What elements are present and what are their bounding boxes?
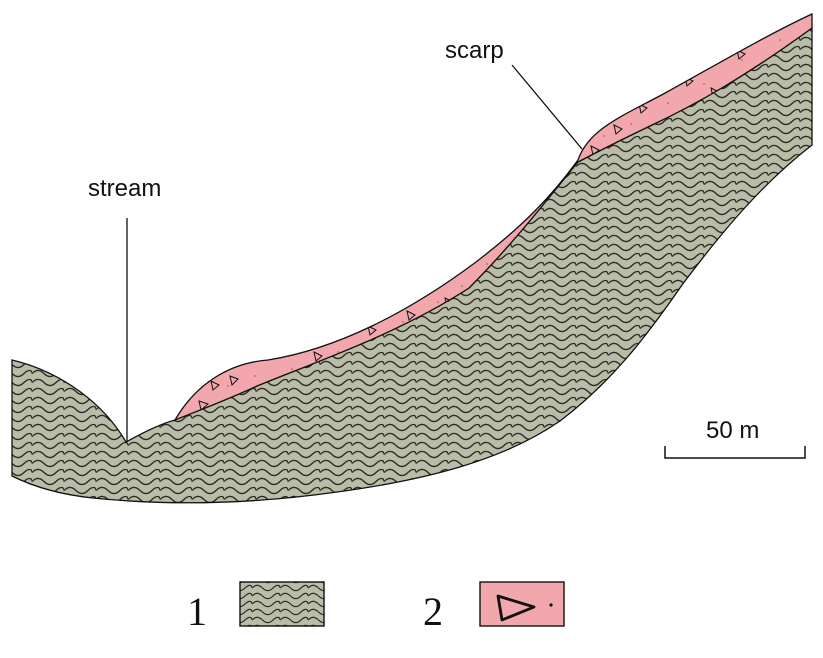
scale-bar: [664, 446, 806, 459]
scale-bar-label: 50 m: [706, 417, 759, 444]
legend-number-2: 2: [423, 589, 443, 634]
legend: 1 2: [187, 581, 565, 634]
legend-bedrock-swatch: [239, 581, 325, 627]
legend-triangle-icon: [496, 594, 536, 622]
scarp-label: scarp: [445, 37, 504, 64]
deposit-layer: [173, 12, 813, 422]
legend-number-1: 1: [187, 589, 207, 634]
legend-dot-icon: [549, 603, 553, 607]
scarp-leader-line: [511, 64, 583, 150]
stream-label: stream: [88, 175, 161, 202]
